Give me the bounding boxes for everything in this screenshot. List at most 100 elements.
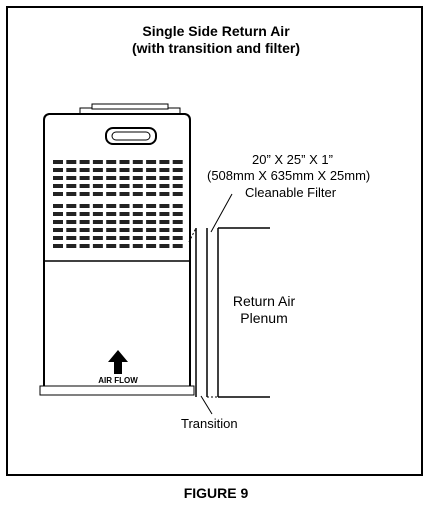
- filter-leader-line: [210, 193, 233, 233]
- figure-caption: FIGURE 9: [183, 485, 249, 501]
- louver-slot: [53, 176, 63, 180]
- louver-slot: [172, 176, 183, 180]
- louver-slot: [53, 204, 63, 208]
- louver-slot: [146, 160, 157, 164]
- louver-slot: [106, 236, 117, 240]
- plenum-label-line1: Return Air: [232, 293, 296, 309]
- louver-slot: [92, 220, 103, 224]
- airflow-label: AIR FLOW: [98, 376, 138, 385]
- figure-title-line1: Single Side Return Air: [142, 23, 290, 39]
- louver-slot: [132, 228, 143, 232]
- filter-top-edge: [188, 227, 197, 243]
- louver-slot: [172, 184, 183, 188]
- filter-size-inches: 20” X 25” X 1”: [252, 152, 333, 167]
- airflow-arrow: [108, 350, 128, 374]
- louver-slot: [79, 220, 90, 224]
- louver-slot: [146, 212, 157, 216]
- furnace-cabinet: [39, 103, 195, 396]
- louver-slot: [172, 168, 183, 172]
- louver-slot: [53, 236, 63, 240]
- louver-slot: [132, 244, 143, 248]
- louver-slot: [159, 184, 170, 188]
- louver-slot: [106, 228, 117, 232]
- louver-slot: [92, 168, 103, 172]
- louver-slot: [159, 176, 170, 180]
- louver-slot: [146, 244, 157, 248]
- louver-slot: [92, 228, 103, 232]
- louver-slot: [66, 204, 77, 208]
- louver-slot: [132, 212, 143, 216]
- louver-slot: [79, 176, 90, 180]
- louver-slot: [119, 236, 130, 240]
- louver-slot: [92, 176, 103, 180]
- louver-slot: [132, 160, 143, 164]
- louver-slot: [132, 204, 143, 208]
- louver-slot: [146, 228, 157, 232]
- louver-slot: [106, 176, 117, 180]
- louver-slot: [146, 236, 157, 240]
- filter-size-metric: (508mm X 635mm X 25mm): [207, 168, 371, 183]
- louver-slot: [66, 160, 77, 164]
- louver-slot: [132, 176, 143, 180]
- louver-slot: [172, 236, 183, 240]
- return-air-plenum: [217, 227, 270, 398]
- louver-slot: [53, 220, 63, 224]
- louver-slot: [172, 228, 183, 232]
- louver-slot: [106, 220, 117, 224]
- louver-slot: [159, 168, 170, 172]
- louver-slot: [106, 160, 117, 164]
- louver-slot: [172, 244, 183, 248]
- louver-slot: [66, 176, 77, 180]
- louver-slot: [159, 228, 170, 232]
- louver-slot: [79, 204, 90, 208]
- louver-slot: [159, 192, 170, 196]
- louver-slot: [79, 160, 90, 164]
- louver-slot: [119, 160, 130, 164]
- louver-slot: [132, 192, 143, 196]
- figure-frame: [6, 6, 423, 476]
- louver-slot: [119, 244, 130, 248]
- louver-slot: [92, 204, 103, 208]
- louver-slot: [79, 192, 90, 196]
- louver-slot: [53, 160, 63, 164]
- furnace-louvers: [53, 160, 183, 248]
- louver-slot: [146, 184, 157, 188]
- louver-slot: [106, 168, 117, 172]
- louver-slot: [172, 204, 183, 208]
- louver-slot: [79, 236, 90, 240]
- louver-slot: [132, 168, 143, 172]
- filter-type-label: Cleanable Filter: [245, 185, 337, 200]
- louver-slot: [146, 204, 157, 208]
- louver-slot: [79, 168, 90, 172]
- louver-slot: [79, 228, 90, 232]
- louver-slot: [66, 228, 77, 232]
- louver-slot: [92, 212, 103, 216]
- furnace-base: [39, 385, 195, 396]
- louver-slot: [119, 176, 130, 180]
- louver-slot: [53, 192, 63, 196]
- louver-slot: [119, 184, 130, 188]
- louver-slot: [92, 160, 103, 164]
- louver-slot: [132, 236, 143, 240]
- louver-slot: [53, 168, 63, 172]
- louver-slot: [159, 160, 170, 164]
- louver-slot: [66, 236, 77, 240]
- louver-slot: [53, 244, 63, 248]
- furnace-body: [43, 113, 191, 393]
- louver-slot: [146, 168, 157, 172]
- louver-slot: [92, 244, 103, 248]
- louver-slot: [92, 236, 103, 240]
- louver-slot: [106, 184, 117, 188]
- louver-slot: [146, 176, 157, 180]
- louver-slot: [172, 160, 183, 164]
- louver-slot: [159, 212, 170, 216]
- louver-slot: [53, 228, 63, 232]
- louver-slot: [106, 212, 117, 216]
- return-transition: [188, 227, 220, 398]
- louver-slot: [119, 212, 130, 216]
- louver-slot: [172, 220, 183, 224]
- furnace-handle-inner: [111, 131, 151, 141]
- louver-slot: [119, 228, 130, 232]
- transition-label: Transition: [181, 416, 238, 431]
- louver-slot: [92, 192, 103, 196]
